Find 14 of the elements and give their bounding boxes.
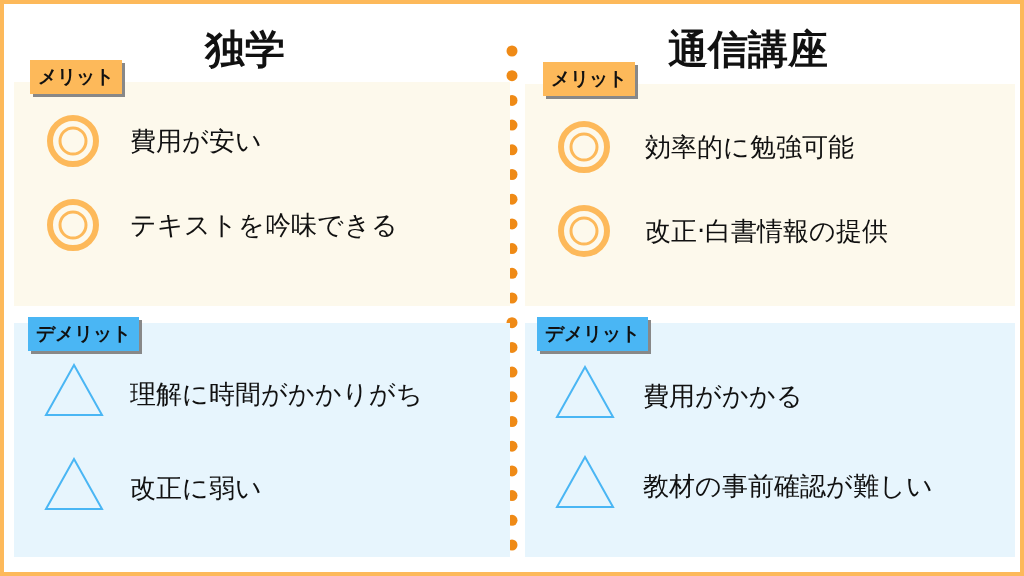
category-tag: メリット <box>30 60 122 94</box>
item-text: テキストを吟味できる <box>130 208 398 243</box>
column-heading: 独学 <box>205 25 285 74</box>
item-text: 改正に弱い <box>130 471 262 506</box>
item-text: 改正·白書情報の提供 <box>645 214 889 249</box>
item-text: 費用がかかる <box>643 379 803 414</box>
item-text: 理解に時間がかかりがち <box>130 377 423 412</box>
category-tag: デメリット <box>537 317 648 351</box>
item-text: 費用が安い <box>130 124 262 159</box>
item-text: 効率的に勉強可能 <box>645 130 854 165</box>
category-tag: デメリット <box>28 317 139 351</box>
category-tag: メリット <box>543 62 635 96</box>
column-heading: 通信講座 <box>668 25 828 74</box>
item-text: 教材の事前確認が難しい <box>643 469 933 504</box>
